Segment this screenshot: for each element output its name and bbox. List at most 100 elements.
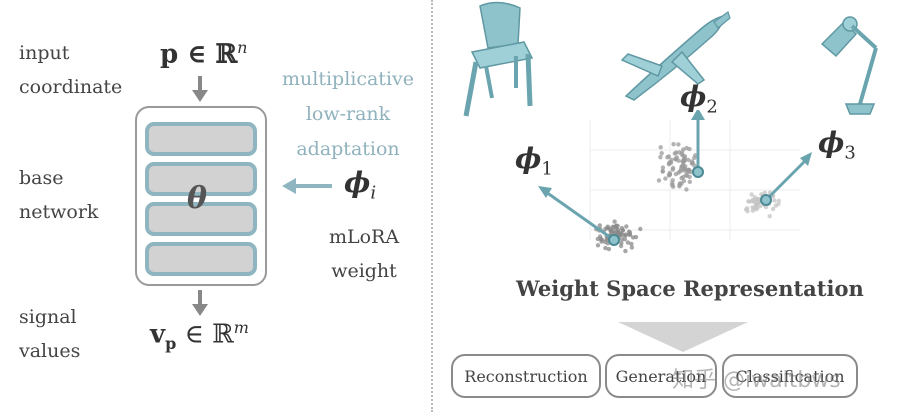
lamp-model-icon xyxy=(820,16,878,115)
output-math-sup: m xyxy=(233,318,249,337)
phi-1-sub: 1 xyxy=(541,158,553,180)
scatter-point xyxy=(612,219,617,224)
arrow-head-icon xyxy=(800,152,812,166)
scatter-point xyxy=(608,228,613,234)
phi-1-symbol: ϕ xyxy=(515,142,542,175)
scatter-point xyxy=(665,155,670,160)
scatter-point xyxy=(595,243,601,248)
network-layer xyxy=(145,202,257,236)
scatter-point xyxy=(671,142,676,147)
scatter-point xyxy=(667,170,672,176)
scatter-point xyxy=(614,229,619,234)
phi-i-symbol: ϕi xyxy=(344,166,376,204)
cluster-center-2 xyxy=(692,166,704,178)
scatter-point xyxy=(743,207,749,212)
scatter-point xyxy=(611,224,617,230)
signal-values-label: signal values xyxy=(19,300,80,368)
scatter-point xyxy=(687,174,692,180)
phi-3-symbol: ϕ xyxy=(818,126,845,159)
phi-2-label: ϕ2 xyxy=(680,80,718,118)
phi-i-sub: i xyxy=(370,182,377,204)
scatter-point xyxy=(606,246,612,252)
scatter-point xyxy=(756,198,761,204)
scatter-point xyxy=(747,199,752,204)
scatter-point xyxy=(749,192,754,197)
scatter-point xyxy=(603,245,608,251)
scatter-point xyxy=(773,203,778,208)
scatter-point xyxy=(750,208,756,213)
base-network-label: base network xyxy=(19,161,98,229)
input-label-line1: input xyxy=(19,42,70,64)
phi-i-text: ϕ xyxy=(344,166,371,199)
scatter-point xyxy=(599,239,604,244)
cluster-center-1 xyxy=(608,234,620,246)
input-math: p ∈ ℝn xyxy=(160,38,247,70)
scatter-point xyxy=(752,195,757,200)
scatter-point xyxy=(626,229,632,234)
scatter-point xyxy=(767,214,772,219)
task-generation-button[interactable]: Generation xyxy=(605,354,717,398)
airplane-model-icon xyxy=(620,11,731,101)
scatter-point xyxy=(671,184,676,189)
scatter-point xyxy=(667,159,673,165)
phi-3-sub: 3 xyxy=(844,142,856,164)
scatter-point xyxy=(687,146,692,152)
task-reconstruction-button[interactable]: Reconstruction xyxy=(451,354,601,398)
input-math-sup: n xyxy=(237,38,248,57)
scatter-point xyxy=(670,181,675,186)
task-classification-button[interactable]: Classification xyxy=(722,354,858,398)
scatter-point xyxy=(673,156,678,161)
scatter-point xyxy=(633,234,639,240)
cluster-2 xyxy=(656,142,698,192)
scatter-point xyxy=(619,225,625,231)
input-label-line2: coordinate xyxy=(19,76,123,98)
task-classification-label: Classification xyxy=(735,366,845,386)
scatter-point xyxy=(670,165,676,171)
scatter-point xyxy=(659,151,664,156)
weight-label-line1: mLoRA xyxy=(328,226,400,248)
scatter-point xyxy=(676,170,681,175)
weight-label-line2: weight xyxy=(331,260,397,282)
scatter-point xyxy=(762,190,767,195)
scatter-point xyxy=(752,199,757,204)
signal-label-line2: values xyxy=(19,340,81,362)
scatter-point xyxy=(656,178,662,183)
output-math-v: v xyxy=(150,319,166,350)
chair-model-icon xyxy=(463,1,534,117)
down-arrow-icon xyxy=(192,76,208,102)
phi-3-label: ϕ3 xyxy=(818,126,856,164)
arrow-head-icon xyxy=(691,110,705,120)
base-label-line2: network xyxy=(19,201,99,223)
down-funnel-arrow-icon xyxy=(618,322,748,352)
arrow-to-phi3 xyxy=(764,158,808,202)
scatter-point xyxy=(623,248,628,254)
mlora-caption-line3: adaptation xyxy=(296,138,400,160)
scatter-point xyxy=(679,166,684,172)
scatter-point xyxy=(629,241,634,247)
scatter-point xyxy=(681,162,686,168)
scatter-point xyxy=(770,206,776,212)
mlora-caption-line2: low-rank xyxy=(305,103,391,125)
left-arrow-icon xyxy=(282,178,332,194)
scatter-point xyxy=(605,226,610,231)
weight-space-title: Weight Space Representation xyxy=(516,276,864,301)
output-math: vp ∈ ℝm xyxy=(150,318,249,353)
output-math-sub: p xyxy=(165,333,177,353)
mlora-weight-label: mLoRA weight xyxy=(312,220,416,288)
output-math-rest: ∈ ℝ xyxy=(184,319,234,350)
phi-1-label: ϕ1 xyxy=(515,142,553,180)
task-generation-label: Generation xyxy=(615,366,707,386)
scatter-point xyxy=(676,142,681,147)
scatter-point xyxy=(690,160,695,166)
network-layer xyxy=(145,122,257,156)
scatter-point xyxy=(625,240,631,245)
scatter-point xyxy=(679,175,684,181)
scatter-point xyxy=(772,198,777,203)
scatter-point xyxy=(658,155,663,160)
panel-divider xyxy=(431,0,433,412)
phi-2-sub: 2 xyxy=(706,96,718,118)
scatter-point xyxy=(663,176,668,181)
scatter-point xyxy=(684,187,689,192)
signal-label-line1: signal xyxy=(19,306,77,328)
scatter-point xyxy=(629,245,635,250)
